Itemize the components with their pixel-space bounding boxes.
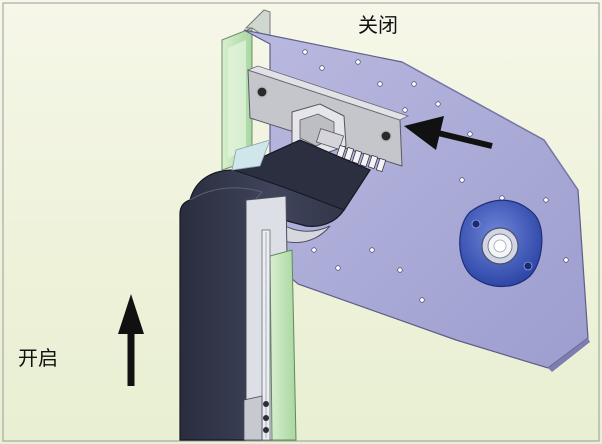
dark-belt-flap <box>179 139 371 441</box>
green-guide-rail <box>221 9 271 171</box>
vertical-guide-column <box>243 195 297 441</box>
flange-bearing <box>459 199 543 287</box>
close-label: 关闭 <box>358 13 398 37</box>
open-label: 开启 <box>18 346 58 370</box>
close-direction-arrow <box>404 116 493 150</box>
open-direction-arrow <box>118 294 144 386</box>
clamp-mount-plate <box>246 65 410 173</box>
